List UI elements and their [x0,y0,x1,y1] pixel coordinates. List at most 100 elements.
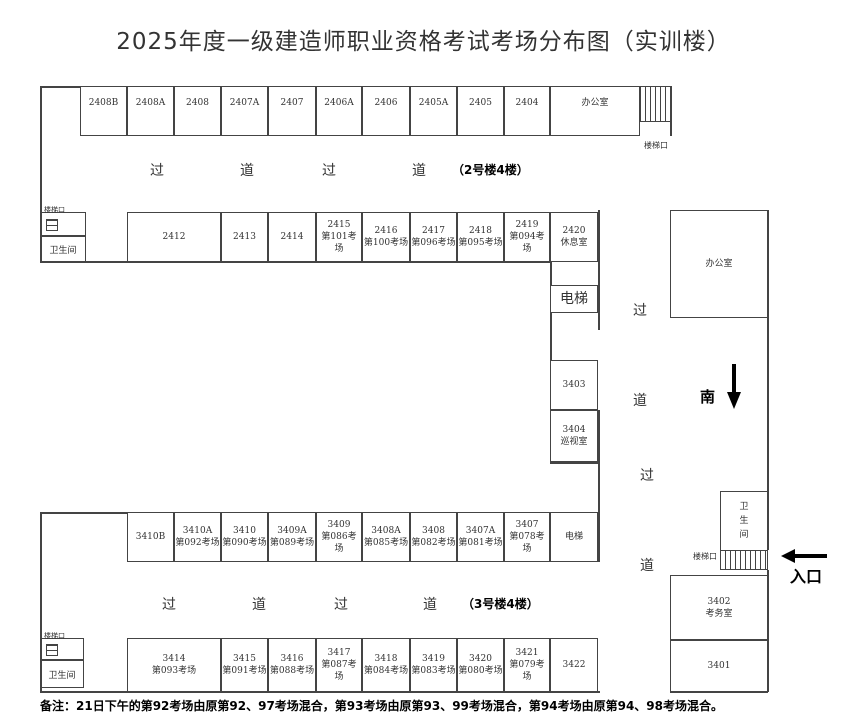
room-number: 2408B [88,98,119,108]
room-number: 3416 [280,654,304,664]
room-number: 2407 [280,98,304,108]
room-3408: 3408 第082考场 [410,512,457,562]
exam-room-label: 第096考场 [411,238,456,248]
building-label: （2号楼4楼） [452,163,529,177]
room-number: 办公室 [581,98,609,108]
room-3421: 3421 第079考场 [504,638,550,692]
room-number: 2416 [374,226,398,236]
exam-room-label: 第101考场 [321,232,357,254]
wall [598,210,600,330]
room-number: 2406 [374,98,398,108]
corridor-label: 道 [423,597,437,613]
room-2405: 2405 [457,86,504,136]
room-number: 3418 [374,654,398,664]
room-3401: 3401 [670,640,768,692]
office: 办公室 [670,210,768,318]
exam-room-label: 第082考场 [411,538,456,548]
room-number: 2417 [422,226,445,236]
room-number: 2407A [229,98,260,108]
room-number: 3414 [162,654,186,664]
room-2413: 2413 [221,212,268,262]
room-number: 2414 [280,232,304,242]
south-arrow-icon [727,364,741,409]
room-number: 2404 [515,98,539,108]
room-number: 3403 [562,380,586,390]
room-3422: 3422 [550,638,598,692]
stairs-label: 楼梯口 [693,552,717,561]
exam-room-label: 第086考场 [321,532,357,554]
room-2408B: 2408B [80,86,127,136]
room-2414: 2414 [268,212,316,262]
toilet: 卫生间 [40,236,86,262]
footnote: 备注：21日下午的第92考场由原第92、97考场混合，第93考场由原第93、99… [40,699,723,713]
corridor-label: 道 [252,597,266,613]
room-number: 2405A [418,98,449,108]
corridor-label: 过 [633,303,647,319]
room-number: 2406A [324,98,354,108]
page-title: 2025年度一级建造师职业资格考试考场分布图（实训楼） [116,29,731,55]
stairs-icon [720,550,768,570]
room-2406A: 2406A [316,86,362,136]
room-2407A: 2407A [221,86,268,136]
exam-room-label: 考务室 [705,608,733,619]
room-2408A: 2408A [127,86,174,136]
room-number: 3421 [515,648,539,658]
exam-room-label: 第088考场 [269,666,315,676]
room-number: 3401 [707,661,731,671]
exam-room-label: 第085考场 [363,538,409,548]
room-3410B: 3410B [127,512,174,562]
room-number: 3408 [422,526,445,536]
room-3408A: 3408A 第085考场 [362,512,410,562]
room-number: 3407A [465,526,496,536]
corridor-label: 道 [640,558,654,574]
room-3416: 3416 第088考场 [268,638,316,692]
entrance-arrow-icon [781,549,827,563]
room-number: 2405 [469,98,492,108]
room-number: 3409 [327,520,351,530]
room-number: 3419 [422,654,445,664]
room-number: 3408A [371,526,401,536]
room-number: 2418 [469,226,492,236]
room-number: 3410B [135,532,166,542]
exam-room-label: 第092考场 [175,538,220,548]
exam-room-label: 第095考场 [458,238,503,248]
south-label: 南 [700,388,716,406]
corridor-label: 过 [150,163,164,179]
exam-room-label: 第079考场 [509,660,545,682]
room-number: 电梯 [564,532,583,542]
exam-room-label: 休息室 [560,238,588,248]
room-number: 2408 [186,98,209,108]
wall [598,410,600,562]
room-办公室: 办公室 [550,86,640,136]
room-number: 2419 [515,220,539,230]
exam-room-label: 巡视室 [560,437,588,447]
wall [767,210,769,550]
room-number: 2408A [135,98,166,108]
exam-room-label: 第093考场 [151,666,197,676]
corridor-label: 过 [640,468,654,484]
room-number: 3415 [233,654,256,664]
building-label: （3号楼4楼） [462,597,539,611]
room-number: 3422 [562,660,586,670]
room-2406: 2406 [362,86,410,136]
room-number: 3417 [327,648,351,658]
room-number: 3402 [707,596,731,607]
toilet-label: 卫生间 [739,502,749,540]
room-number: 3410A [182,526,213,536]
corridor-label: 过 [334,597,348,613]
room-3409: 3409 第086考场 [316,512,362,562]
stairwell [40,638,84,660]
corridor-label: 过 [162,597,176,613]
room-2407: 2407 [268,86,316,136]
